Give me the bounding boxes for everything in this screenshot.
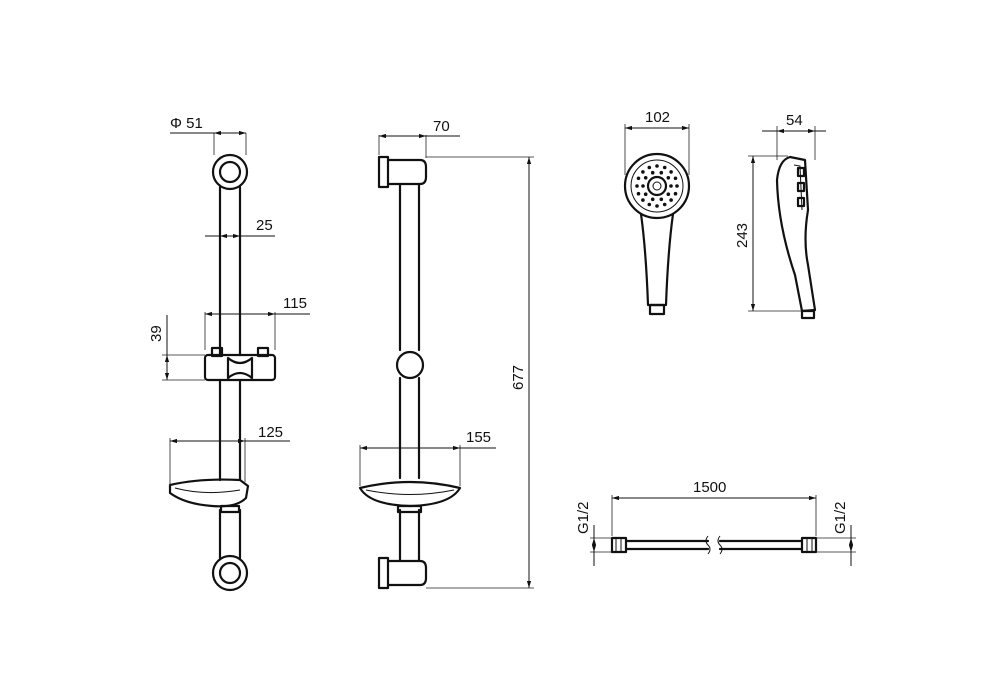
dim-head-depth: 54 (786, 112, 803, 129)
nozzle-dot (643, 192, 648, 196)
dim-hose-length: 1500 (693, 479, 726, 496)
nozzle-dot (641, 198, 645, 202)
nozzle-pattern (635, 164, 679, 208)
front-dimensions: Φ 51 25 115 39 125 (148, 115, 310, 485)
dim-dish-width-side: 155 (466, 429, 491, 446)
nozzle-dot (659, 170, 664, 175)
dim-dish-width-front: 125 (258, 424, 283, 441)
nozzle-dot (655, 164, 659, 168)
dim-head-width: 102 (645, 109, 670, 126)
head-side-dimensions: 54 243 (734, 112, 826, 312)
dim-hose-thread-right: G1/2 (832, 501, 849, 534)
hose (610, 535, 818, 555)
nozzle-dot (641, 170, 645, 174)
dim-slider-height: 39 (148, 325, 165, 342)
hose-dimensions: 1500 G1/2 G1/2 (575, 479, 856, 566)
nozzle-dot (673, 191, 678, 196)
hand-shower-side (775, 155, 817, 320)
nozzle-dot (666, 176, 671, 180)
dim-slider-width: 115 (283, 295, 307, 312)
nozzle-dot (669, 198, 673, 202)
nozzle-dot (635, 184, 639, 188)
nozzle-dot (669, 170, 673, 174)
nozzle-dot (636, 191, 641, 196)
dim-head-length: 243 (734, 223, 751, 248)
nozzle-dot (675, 184, 679, 188)
nozzle-dot (641, 184, 645, 188)
side-soap-dish (358, 480, 462, 508)
head-front-dimensions: 102 (624, 109, 690, 175)
hand-shower-front (623, 152, 691, 316)
side-view-rail (358, 155, 462, 590)
dim-rail-length: 677 (510, 365, 527, 390)
nozzle-dot (647, 165, 652, 170)
dim-hose-thread-left: G1/2 (575, 501, 592, 534)
dim-rail-diameter: Φ 51 (170, 115, 203, 132)
nozzle-dot (650, 197, 655, 202)
nozzle-dot (636, 176, 641, 181)
nozzle-dot (643, 176, 648, 180)
nozzle-dot (673, 176, 678, 181)
side-dimensions: 70 155 677 (359, 118, 534, 589)
front-view-rail (168, 153, 277, 592)
nozzle-dot (655, 204, 659, 208)
nozzle-dot (659, 197, 664, 202)
nozzle-dot (647, 202, 652, 207)
nozzle-dot (662, 202, 667, 207)
nozzle-dot (666, 192, 671, 196)
dim-rail-width: 25 (256, 217, 273, 234)
nozzle-dot (662, 165, 667, 170)
front-slider (203, 346, 277, 382)
nozzle-dot (669, 184, 673, 188)
dim-rail-depth: 70 (433, 118, 450, 135)
front-soap-dish (168, 478, 250, 514)
nozzle-dot (650, 170, 655, 175)
